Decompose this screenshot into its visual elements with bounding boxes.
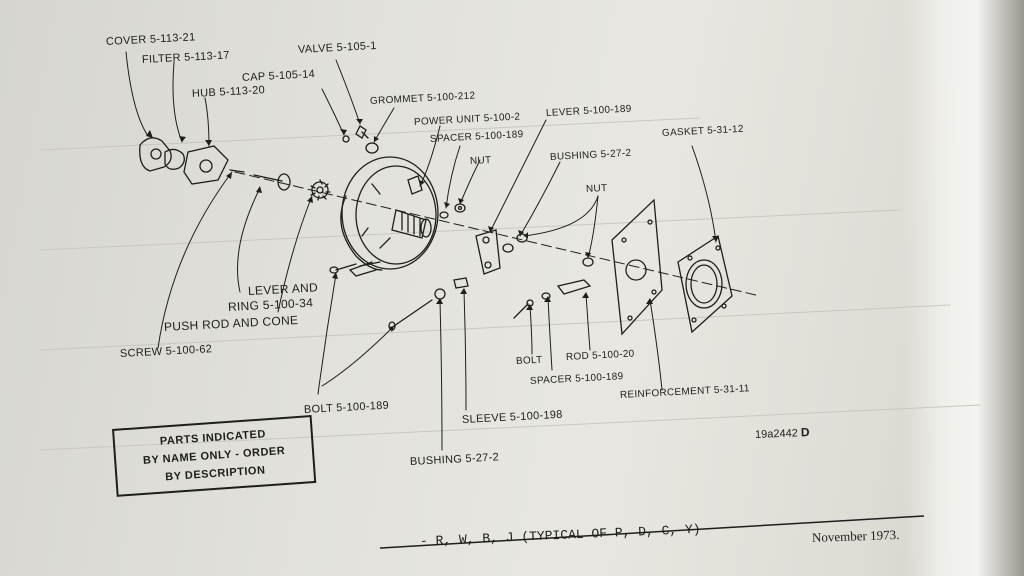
bolt-mid-part	[513, 303, 529, 319]
hub-part	[183, 145, 229, 185]
gasket-part	[677, 234, 733, 334]
push-rod-part	[253, 173, 291, 191]
footer-date: November 1973.	[811, 526, 900, 545]
grommet-part	[365, 142, 379, 154]
power-unit-part	[329, 156, 439, 277]
rod-part	[556, 279, 592, 295]
lever-part	[475, 229, 501, 275]
valve-part	[355, 125, 369, 139]
spacer-top-part	[439, 211, 449, 219]
page-edge-stack	[904, 0, 1024, 576]
lever-ring-part	[310, 179, 331, 201]
leader-lines	[125, 51, 717, 451]
reinforcement-part	[611, 198, 663, 336]
sleeve-part	[453, 277, 469, 289]
filter-part	[164, 148, 185, 170]
cap-part	[342, 135, 350, 143]
bushing-top-part	[502, 243, 514, 253]
cover-part	[139, 137, 172, 172]
